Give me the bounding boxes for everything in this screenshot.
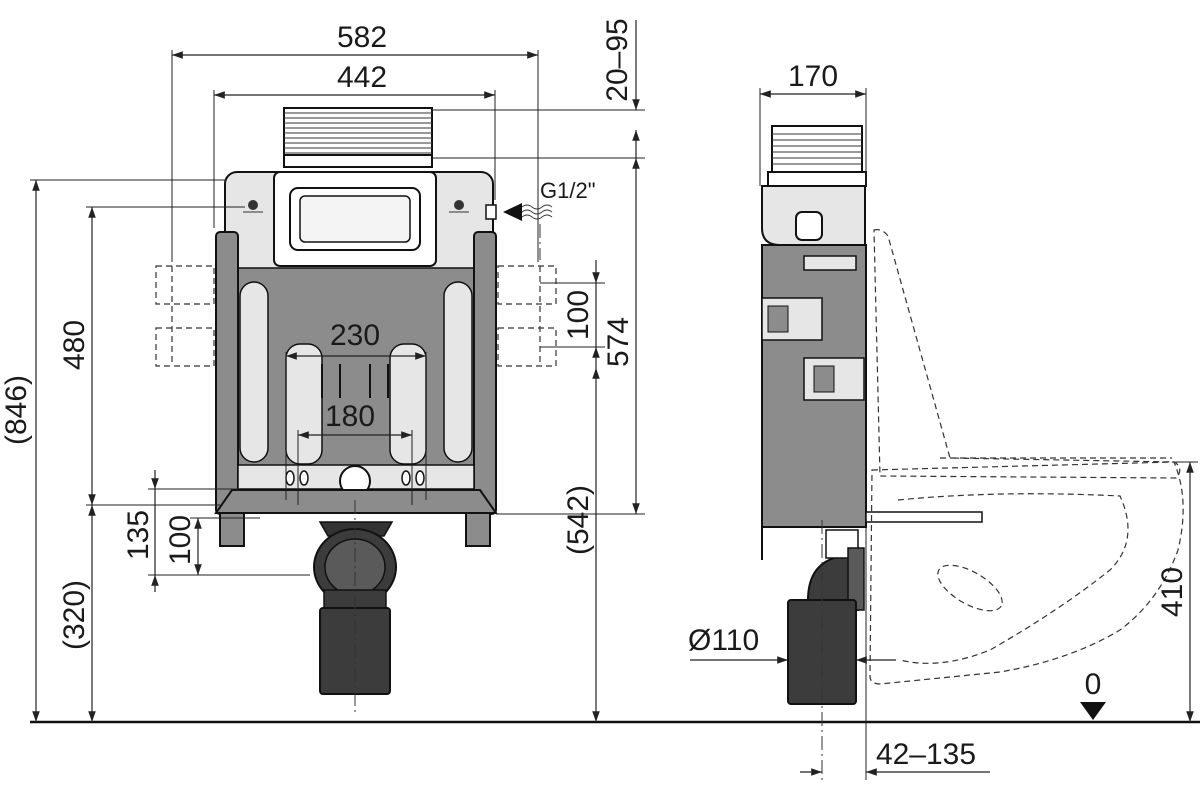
side-dimensions: 170 Ø110 410 42–135 0	[688, 60, 1198, 776]
dim-320: (320)	[58, 580, 91, 650]
dim-582: 582	[337, 21, 387, 54]
zero-level-marker-icon	[1080, 702, 1106, 720]
inlet-label: G1/2"	[540, 178, 596, 203]
frame-leg-left	[215, 231, 239, 515]
foot-right	[465, 512, 491, 547]
front-view	[155, 107, 557, 715]
dim-180: 180	[325, 400, 375, 433]
frame-leg-right	[473, 231, 497, 515]
cistern-grille	[283, 107, 433, 168]
dim-110: Ø110	[688, 624, 759, 657]
dim-230: 230	[330, 319, 380, 352]
dim-410: 410	[1156, 567, 1189, 617]
water-inlet	[485, 204, 497, 220]
wall-bracket-left-upper	[155, 265, 215, 305]
dim-100-lower: 100	[164, 515, 197, 565]
dim-846: (846)	[0, 375, 33, 445]
dim-442: 442	[337, 61, 387, 94]
zero-level-label: 0	[1085, 668, 1102, 701]
dim-542: (542)	[562, 485, 595, 555]
dim-20-95: 20–95	[601, 18, 634, 101]
wall-bracket-right-lower	[497, 327, 557, 367]
fixing-bolt-right-icon	[454, 200, 464, 210]
frame-panel	[237, 267, 475, 469]
wall-bracket-right-upper	[497, 265, 557, 305]
dim-480: 480	[58, 320, 91, 370]
dim-574: 574	[602, 317, 635, 367]
dim-42-135: 42–135	[876, 738, 976, 771]
base-rail	[214, 489, 498, 514]
front-dimensions: 582 442 20–95 G1/2" (846) 480 (320)	[0, 18, 645, 722]
dim-135: 135	[122, 510, 155, 560]
dim-170: 170	[788, 60, 838, 93]
toilet-bowl-outline	[869, 229, 1184, 685]
wall-bracket-left-lower	[155, 327, 215, 367]
dim-100-brackets: 100	[562, 290, 595, 340]
side-view	[761, 125, 1184, 780]
inlet-arrow-icon	[503, 203, 522, 221]
fixing-bolt-left-icon	[248, 200, 258, 210]
